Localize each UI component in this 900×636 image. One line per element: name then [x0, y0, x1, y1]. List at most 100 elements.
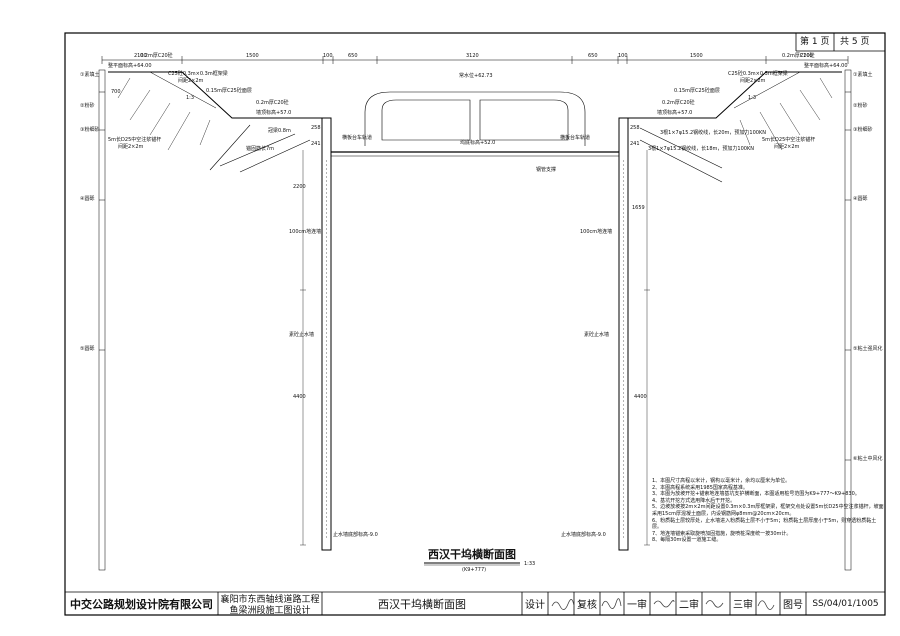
check2-label: 二审 [679, 600, 699, 611]
right-bottom-label: 止水墙底部标高-9.0 [561, 532, 606, 538]
check1-label: 一审 [627, 600, 647, 611]
signature-check2 [705, 600, 724, 608]
top-dim-3: 100 [323, 53, 333, 59]
left-dim-241: 241 [311, 141, 321, 147]
right-wall-label: 100cm地连墙 [580, 229, 613, 235]
strata-right-1: ①素填土 [853, 72, 873, 78]
note-5: 5、边坡放坡按2m×2m间距设置0.3m×0.3m厚框架梁，框架交点处设置5m长… [652, 504, 884, 517]
strata-right-3: ③粉细砂 [853, 127, 873, 133]
drawing-subtitle: (K9+777) [462, 567, 487, 573]
left-wall-label: 100cm地连墙 [289, 229, 322, 235]
water-level: 常水位+62.73 [459, 73, 493, 79]
project-name-1: 襄阳市东西轴线道路工程 [220, 595, 320, 605]
top-dimension-line [101, 56, 849, 64]
company-name: 中交公路规划设计院有限公司 [70, 597, 213, 611]
left-dim-700: 700 [111, 89, 121, 95]
page-total: 共 5 页 [840, 37, 870, 47]
strata-columns [98, 69, 852, 571]
note-6: 6、粉质黏土层较厚处，止水墙进入粉质黏土层不小于5m；粉质黏土层厚度小于5m，则… [652, 517, 877, 531]
right-cable-1: 3根1×7φ15.2钢绞线，长20m，预加力100KN [660, 130, 766, 136]
top-dim-6: 650 [588, 53, 598, 59]
top-dim-4: 650 [348, 53, 358, 59]
review-label: 复核 [577, 600, 597, 611]
right-shotcrete-mid: 0.2m厚C20砼 [662, 100, 695, 106]
left-dim-258: 258 [311, 125, 321, 131]
right-slope-ratio: 1:3 [748, 95, 757, 101]
titleblock-title: 西汉干坞横断面图 [378, 597, 466, 611]
tunnel-element-outline [364, 91, 586, 146]
left-shotcrete-mid: 0.2m厚C20砼 [256, 100, 289, 106]
strata-right-2: ②粉砂 [853, 103, 868, 109]
right-shotcrete-top: 0.2m厚C20砼 [782, 53, 815, 59]
right-frame-spacing: 间距2×2m [740, 78, 766, 84]
left-diaphragm-wall [300, 117, 332, 551]
strata-left-2: ②粉砂 [80, 103, 95, 109]
strata-right-4: ④圆砾 [853, 196, 868, 202]
left-track: 横板台车轨道 [342, 135, 373, 141]
signature-design [551, 599, 575, 610]
right-dim-258: 258 [630, 125, 640, 131]
strata-right-5: ⑤粘土强风化 [853, 346, 883, 352]
signature-review [601, 598, 622, 609]
drawing-title: 西汉干坞横断面图 [428, 548, 516, 561]
right-dim-241: 241 [630, 141, 640, 147]
signature-check3 [757, 600, 775, 610]
left-nail: 锚固筋长7m [246, 146, 275, 152]
top-dim-7: 100 [618, 53, 628, 59]
right-wall-upper-dim: 1659 [632, 205, 645, 211]
drawing-number-label: 图号 [783, 600, 803, 611]
check3-label: 三审 [733, 600, 753, 611]
right-wall-lower-dim: 4400 [634, 394, 647, 400]
left-berm-shotcrete: 0.15m厚C25砼面层 [206, 88, 252, 94]
left-elev-top: 整平面标高+64.00 [108, 63, 152, 69]
top-dim-5: 3120 [466, 53, 479, 59]
left-anchor-spacing: 间距2×2m [118, 144, 144, 150]
top-dim-2: 1500 [246, 53, 259, 59]
left-bottom-label: 止水墙底部标高-9.0 [333, 532, 378, 538]
steel-strut: 钢管支撑 [536, 167, 557, 173]
right-diaphragm-wall [618, 117, 650, 551]
strata-left-3: ③粉细砂 [80, 127, 100, 133]
page-number: 第 1 页 [800, 37, 830, 47]
right-anchor: 5m长D25中空注浆锚杆 [762, 137, 816, 143]
right-track: 横板台车轨道 [560, 135, 591, 141]
right-frame-beam: C25砼0.3m×0.3m框架梁 [728, 71, 788, 77]
note-8: 8、每隔30m设置一道施工缝。 [652, 537, 722, 544]
left-crown-beam: 冠梁0.8m [268, 128, 291, 134]
left-wall-lower-dim: 4400 [293, 394, 306, 400]
right-berm-elev: 墙顶标高+57.0 [657, 110, 693, 116]
right-elev-top: 整平面标高+64.00 [804, 63, 848, 69]
note-4: 4、基坑开挖方式选用降水后干开挖。 [652, 497, 736, 504]
left-frame-beam: C25砼0.3m×0.3m框架梁 [168, 71, 228, 77]
strata-right-6: ⑥粘土中风化 [853, 456, 883, 462]
top-dim-8: 1500 [690, 53, 703, 59]
left-berm-elev: 墙顶标高+57.0 [256, 110, 292, 116]
project-name-2: 鱼梁洲段施工图设计 [229, 606, 311, 616]
drawing-scale: 1:33 [524, 561, 536, 567]
notes-block: 1、本图尺寸高程以米计，钢构以毫米计，余均以厘米为单位。 2、本图高程系统采用1… [652, 478, 884, 544]
right-anchor-spacing: 间距2×2m [774, 144, 800, 150]
strata-left-5: ⑤圆砾 [80, 346, 95, 352]
top-dim-9: 2100 [800, 53, 813, 59]
design-label: 设计 [525, 600, 545, 611]
note-2: 2、本图高程系统采用1985国家高程基准。 [652, 484, 748, 491]
note-7: 7、地连墙锚索采取旋喷加固措施，旋喷桩深度统一按30m计。 [652, 530, 792, 537]
outer-frame [64, 32, 886, 616]
strata-left-4: ④圆砾 [80, 196, 95, 202]
note-3: 3、本图为放坡开挖+锚索地连墙基坑支护横断面，本图适用桩号范围为K9+777～K… [652, 491, 860, 498]
dock-floor [331, 151, 619, 157]
right-cable-2: 3根1×7φ15.2钢绞线，长18m，预加力100KN [648, 146, 754, 152]
left-slope-ratio: 1:3 [186, 95, 195, 101]
top-dim-1: 2100 [134, 53, 147, 59]
drawing-number: SS/04/01/1005 [812, 598, 879, 609]
right-berm-shotcrete: 0.15m厚C25砼面层 [674, 88, 720, 94]
left-frame-spacing: 间距2×2m [178, 78, 204, 84]
base-elev: 坞底标高+52.0 [460, 140, 496, 146]
left-stop-label: 素砼止水墙 [289, 332, 315, 338]
left-wall-upper-dim: 2200 [293, 184, 306, 190]
right-stop-label: 素砼止水墙 [584, 332, 610, 338]
